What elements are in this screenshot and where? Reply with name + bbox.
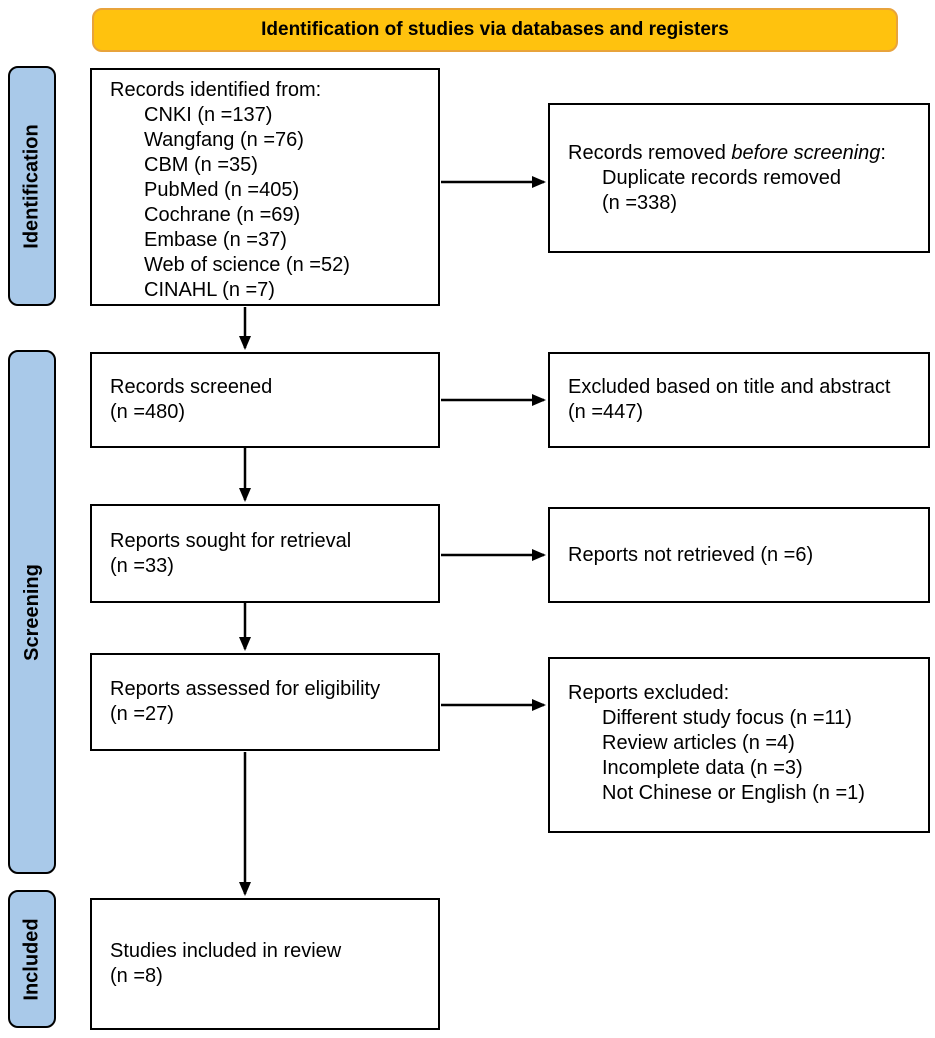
- box-line: Reports not retrieved (n =6): [568, 543, 814, 566]
- box-reports-sought: Reports sought for retrieval (n =33): [90, 504, 440, 603]
- title-banner: Identification of studies via databases …: [92, 8, 898, 52]
- list-item: Not Chinese or English (n =1): [602, 782, 865, 804]
- list-item: Web of science (n =52): [144, 254, 350, 276]
- box-reports-not-retrieved: Reports not retrieved (n =6): [548, 507, 930, 603]
- box-records-removed: Records removed before screening: Duplic…: [548, 103, 930, 253]
- stage-label-identification: Identification: [8, 66, 56, 306]
- box-line: Records screened: [110, 376, 273, 398]
- title-banner-label: Identification of studies via databases …: [261, 19, 729, 40]
- box-studies-included: Studies included in review (n =8): [90, 898, 440, 1030]
- list-item: Review articles (n =4): [602, 732, 795, 754]
- title-text: Records removed: [568, 141, 732, 164]
- stage-label-included: Included: [8, 890, 56, 1028]
- box-line: (n =447): [568, 401, 644, 423]
- box-line: (n =8): [110, 965, 163, 987]
- list-item: (n =338): [602, 191, 678, 214]
- box-title: Records identified from:: [110, 79, 322, 101]
- box-records-screened: Records screened (n =480): [90, 352, 440, 448]
- stage-label-text: Included: [20, 917, 43, 1001]
- box-line: (n =33): [110, 554, 174, 577]
- box-line: Reports sought for retrieval: [110, 529, 352, 552]
- box-records-identified: Records identified from: CNKI (n =137) W…: [90, 68, 440, 306]
- box-title: Reports excluded:: [568, 682, 730, 704]
- stage-label-text: Identification: [20, 123, 43, 249]
- box-excluded-title-abstract: Excluded based on title and abstract (n …: [548, 352, 930, 448]
- box-line: Reports assessed for eligibility: [110, 678, 381, 700]
- stage-label-text: Screening: [20, 563, 43, 661]
- list-item: CNKI (n =137): [144, 104, 273, 126]
- box-line: (n =480): [110, 401, 186, 423]
- list-item: Different study focus (n =11): [602, 707, 852, 729]
- title-text: :: [880, 141, 886, 164]
- box-line: Excluded based on title and abstract: [568, 376, 891, 398]
- list-item: Cochrane (n =69): [144, 204, 301, 226]
- box-line: (n =27): [110, 703, 174, 725]
- title-italic-text: before screening: [731, 141, 881, 164]
- box-reports-excluded: Reports excluded: Different study focus …: [548, 657, 930, 833]
- list-item: CINAHL (n =7): [144, 279, 275, 301]
- box-reports-assessed: Reports assessed for eligibility (n =27): [90, 653, 440, 751]
- stage-label-screening: Screening: [8, 350, 56, 874]
- box-line: Studies included in review: [110, 940, 342, 962]
- list-item: Incomplete data (n =3): [602, 757, 803, 779]
- box-title: Records removed before screening:: [550, 141, 928, 166]
- list-item: CBM (n =35): [144, 154, 258, 176]
- list-item: Duplicate records removed: [602, 166, 841, 189]
- list-item: Embase (n =37): [144, 229, 287, 251]
- list-item: PubMed (n =405): [144, 179, 300, 201]
- list-item: Wangfang (n =76): [144, 129, 304, 151]
